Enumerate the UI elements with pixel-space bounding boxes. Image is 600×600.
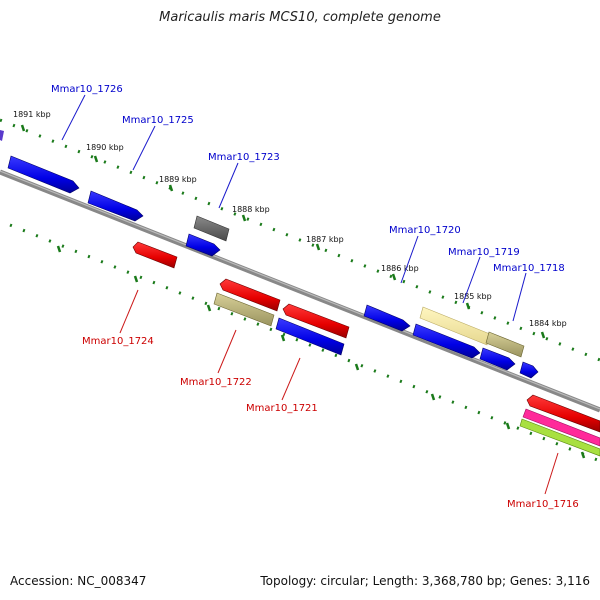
gene-label-mmar10-1720[interactable]: Mmar10_1720 — [389, 225, 461, 236]
gene-label-mmar10-1718[interactable]: Mmar10_1718 — [493, 263, 565, 274]
kbp-label: 1889 kbp — [159, 175, 197, 184]
gene-mmar10-1724[interactable] — [132, 241, 178, 269]
gene-block[interactable] — [282, 303, 350, 339]
gene-mmar10-1718[interactable] — [485, 331, 525, 358]
gene-label-mmar10-1719[interactable]: Mmar10_1719 — [448, 247, 520, 258]
gene-block[interactable] — [412, 323, 481, 359]
gene-partial[interactable] — [0, 130, 4, 141]
kbp-label: 1884 kbp — [529, 319, 567, 328]
gene-label-mmar10-1721[interactable]: Mmar10_1721 — [246, 403, 318, 414]
gene-label-mmar10-1724[interactable]: Mmar10_1724 — [82, 336, 154, 347]
gene-block[interactable] — [185, 233, 221, 257]
major-ticks — [20, 124, 586, 459]
map-title: Maricaulis maris MCS10, complete genome — [159, 10, 441, 25]
gene-block[interactable] — [219, 278, 281, 312]
gene-mmar10-1720[interactable] — [363, 304, 411, 332]
gene-mmar10-1726[interactable] — [7, 155, 80, 194]
gene-mmar10-1721[interactable] — [275, 317, 345, 356]
gene-block[interactable] — [519, 361, 539, 379]
gene-block[interactable] — [519, 418, 600, 457]
gene-mmar10-1725[interactable] — [87, 190, 144, 222]
kbp-label: 1886 kbp — [381, 264, 419, 273]
gene-mmar10-1723[interactable] — [193, 215, 230, 242]
forward-leaders — [61, 94, 527, 322]
gene-label-mmar10-1726[interactable]: Mmar10_1726 — [51, 84, 123, 95]
kbp-label: 1885 kbp — [454, 292, 492, 301]
reverse-leaders — [119, 289, 559, 495]
gene-block[interactable] — [522, 408, 600, 447]
genome-backbone — [0, 169, 600, 413]
gene-mmar10-1716[interactable] — [526, 394, 600, 433]
accession-text: Accession: NC_008347 — [10, 574, 147, 588]
gene-label-mmar10-1722[interactable]: Mmar10_1722 — [180, 377, 252, 388]
kbp-label: 1888 kbp — [232, 205, 270, 214]
kbp-label: 1887 kbp — [306, 235, 344, 244]
genome-summary-text: Topology: circular; Length: 3,368,780 bp… — [260, 574, 590, 588]
gene-mmar10-1719[interactable] — [419, 306, 491, 346]
forward-tick-track — [0, 118, 600, 362]
kbp-label: 1891 kbp — [13, 110, 51, 119]
gene-block[interactable] — [479, 347, 516, 371]
gene-label-mmar10-1725[interactable]: Mmar10_1725 — [122, 115, 194, 126]
kbp-label: 1890 kbp — [86, 143, 124, 152]
gene-label-mmar10-1723[interactable]: Mmar10_1723 — [208, 152, 280, 163]
gene-mmar10-1722[interactable] — [213, 292, 275, 327]
gene-label-mmar10-1716[interactable]: Mmar10_1716 — [507, 499, 579, 510]
